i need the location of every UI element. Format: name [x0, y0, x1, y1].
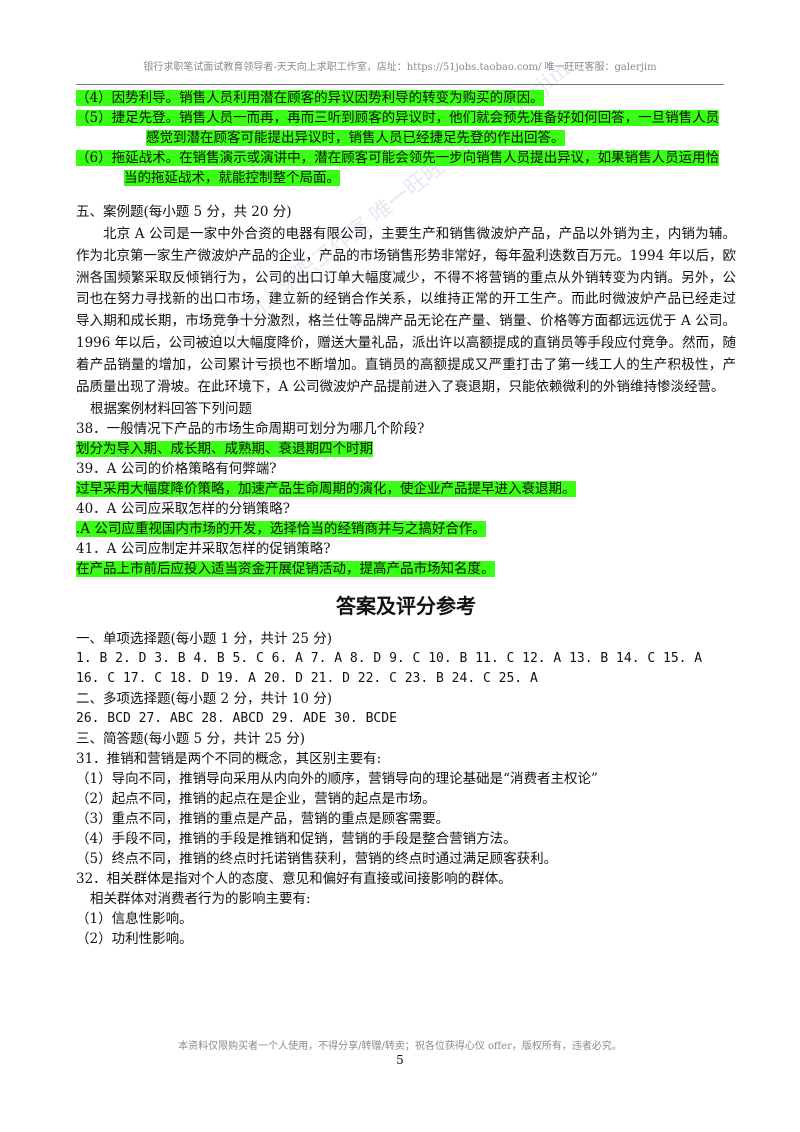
q31-item: （3）重点不同，推销的重点是产品，营销的重点是顾客需要。 — [76, 811, 450, 828]
answer-40: .A 公司应重视国内市场的开发，选择恰当的经销商并与之搞好合作。 — [76, 519, 736, 539]
answer-item-6-cont: 当的拖延战术，就能控制整个局面。 — [76, 168, 736, 188]
section1-answers-line2: 16. C 17. C 18. D 19. A 20. D 21. D 22. … — [76, 671, 538, 687]
case-instruction: 根据案例材料回答下列问题 — [90, 401, 252, 418]
section2-answers: 26. BCD 27. ABC 28. ABCD 29. ADE 30. BCD… — [76, 711, 397, 727]
question-40: 40．A 公司应采取怎样的分销策略? — [76, 501, 290, 518]
answer-item-4: （4）因势利导。销售人员利用潜在顾客的异议因势利导的转变为购买的原因。 — [76, 88, 736, 108]
q31-item: （5）终点不同，推销的终点时托诺销售获利，营销的终点时通过满足顾客获利。 — [76, 851, 558, 868]
answer-item-5-cont: 感觉到潜在顾客可能提出异议时，销售人员已经捷足先登的作出回答。 — [76, 128, 736, 148]
q31-item: （2）起点不同，推销的起点在是企业，营销的起点是市场。 — [76, 791, 436, 808]
answer-38: 划分为导入期、成长期、成熟期、衰退期四个时期 — [76, 439, 736, 459]
header-divider — [76, 84, 724, 85]
page-header: 银行求职笔试面试教育领导者-天天向上求职工作室，店址：https://51job… — [143, 62, 657, 73]
answer-item-5: （5）捷足先登。销售人员一而再，再而三听到顾客的异议时，他们就会预先准备好如何回… — [76, 108, 736, 128]
page-footer: 本资料仅限购买者一个人使用，不得分享/转赠/转卖；祝各位获得心仪 offer，版… — [178, 1041, 622, 1052]
answer-38-text: 划分为导入期、成长期、成熟期、衰退期四个时期 — [76, 441, 373, 458]
question-38: 38．一般情况下产品的市场生命周期可划分为哪几个阶段? — [76, 421, 425, 438]
answer-40-text: .A 公司应重视国内市场的开发，选择恰当的经销商并与之搞好合作。 — [76, 521, 486, 538]
answer-39-text: 过早采用大幅度降价策略，加速产品生命周期的演化，使企业产品提早进入衰退期。 — [76, 481, 576, 498]
q32-item: （1）信息性影响。 — [76, 911, 193, 928]
q32-item: （2）功利性影响。 — [76, 931, 193, 948]
q32-sub: 相关群体对消费者行为的影响主要有: — [90, 891, 311, 908]
q31-item: （1）导向不同，推销导向采用从内向外的顺序，营销导向的理论基础是“消费者主权论” — [76, 771, 598, 788]
q31-intro: 31．推销和营销是两个不同的概念，其区别主要有: — [76, 751, 382, 768]
answer-item-6-cont-text: 当的拖延战术，就能控制整个局面。 — [124, 170, 340, 186]
q32-intro: 32．相关群体是指对个人的态度、意见和偏好有直接或间接影响的群体。 — [76, 871, 512, 888]
section1-answers-line1: 1. B 2. D 3. B 4. B 5. C 6. A 7. A 8. D … — [76, 651, 703, 667]
question-39: 39．A 公司的价格策略有何弊端? — [76, 461, 277, 478]
section1-heading: 一、单项选择题(每小题 1 分，共计 25 分) — [76, 631, 332, 648]
answer-item-5-cont-text: 感觉到潜在顾客可能提出异议时，销售人员已经捷足先登的作出回答。 — [146, 130, 565, 146]
section2-heading: 二、多项选择题(每小题 2 分，共计 10 分) — [76, 691, 332, 708]
page-number: 5 — [396, 1053, 404, 1067]
question-41: 41．A 公司应制定并采取怎样的促销策略? — [76, 541, 331, 558]
answer-item-4-text: （4）因势利导。销售人员利用潜在顾客的异议因势利导的转变为购买的原因。 — [76, 90, 544, 106]
page-content: （4）因势利导。销售人员利用潜在顾客的异议因势利导的转变为购买的原因。 （5）捷… — [76, 88, 736, 949]
answer-41-text: 在产品上市前后应投入适当资金开展促销活动，提高产品市场知名度。 — [76, 561, 495, 578]
answer-item-6: （6）拖延战术。在销售演示或演讲中，潜在顾客可能会领先一步向销售人员提出异议，如… — [76, 148, 736, 168]
q31-item: （4）手段不同，推销的手段是推销和促销，营销的手段是整合营销方法。 — [76, 831, 517, 848]
answer-item-5-text: （5）捷足先登。销售人员一而再，再而三听到顾客的异议时，他们就会预先准备好如何回… — [76, 110, 720, 126]
case-section-heading: 五、案例题(每小题 5 分，共 20 分) — [76, 204, 292, 220]
answer-item-6-text: （6）拖延战术。在销售演示或演讲中，潜在顾客可能会领先一步向销售人员提出异议，如… — [76, 150, 720, 166]
answer-41: 在产品上市前后应投入适当资金开展促销活动，提高产品市场知名度。 — [76, 559, 736, 579]
section3-heading: 三、简答题(每小题 5 分，共计 25 分) — [76, 731, 305, 748]
answer-39: 过早采用大幅度降价策略，加速产品生命周期的演化，使企业产品提早进入衰退期。 — [76, 479, 736, 499]
answer-key-title: 答案及评分参考 — [336, 594, 476, 619]
case-passage: 北京 A 公司是一家中外合资的电器有限公司，主要生产和销售微波炉产品，产品以外销… — [76, 226, 736, 395]
